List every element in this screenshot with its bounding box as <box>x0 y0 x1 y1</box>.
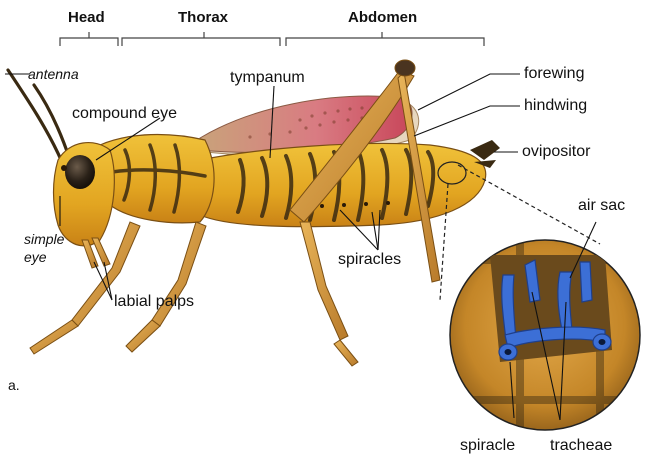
label-spiracle: spiracle <box>460 437 516 454</box>
panel-letter: a. <box>8 377 20 393</box>
head <box>52 142 115 247</box>
label-compound-eye: compound eye <box>72 105 177 122</box>
compound-eye-shape <box>65 155 95 189</box>
region-brackets <box>59 32 485 46</box>
label-hindwing: hindwing <box>524 97 588 114</box>
region-label-thorax: Thorax <box>178 9 229 26</box>
spiracle-highlight <box>437 161 467 185</box>
label-air-sac: air sac <box>578 197 626 214</box>
abdomen-bracket <box>285 32 485 46</box>
head-bracket <box>59 32 119 46</box>
label-forewing: forewing <box>524 65 585 82</box>
label-ovipositor: ovipositor <box>522 143 591 160</box>
label-tympanum: tympanum <box>230 69 305 86</box>
region-label-abdomen: Abdomen <box>348 9 418 26</box>
label-spiracles: spiracles <box>338 251 402 268</box>
thorax-bracket <box>121 32 281 46</box>
ovipositor-shape <box>470 140 500 160</box>
region-label-head: Head <box>68 9 105 26</box>
legs <box>29 59 441 367</box>
inset-magnified <box>449 221 641 431</box>
label-tracheae: tracheae <box>550 437 613 454</box>
thorax <box>99 133 215 224</box>
antennae <box>6 68 72 164</box>
leader-lines <box>5 73 520 301</box>
label-simple-eye-line1: simple <box>24 231 65 247</box>
inset-connectors <box>439 164 601 301</box>
label-labial-palps: labial palps <box>114 293 195 310</box>
label-antenna: antenna <box>28 66 79 82</box>
label-simple-eye-line2: eye <box>24 249 47 265</box>
